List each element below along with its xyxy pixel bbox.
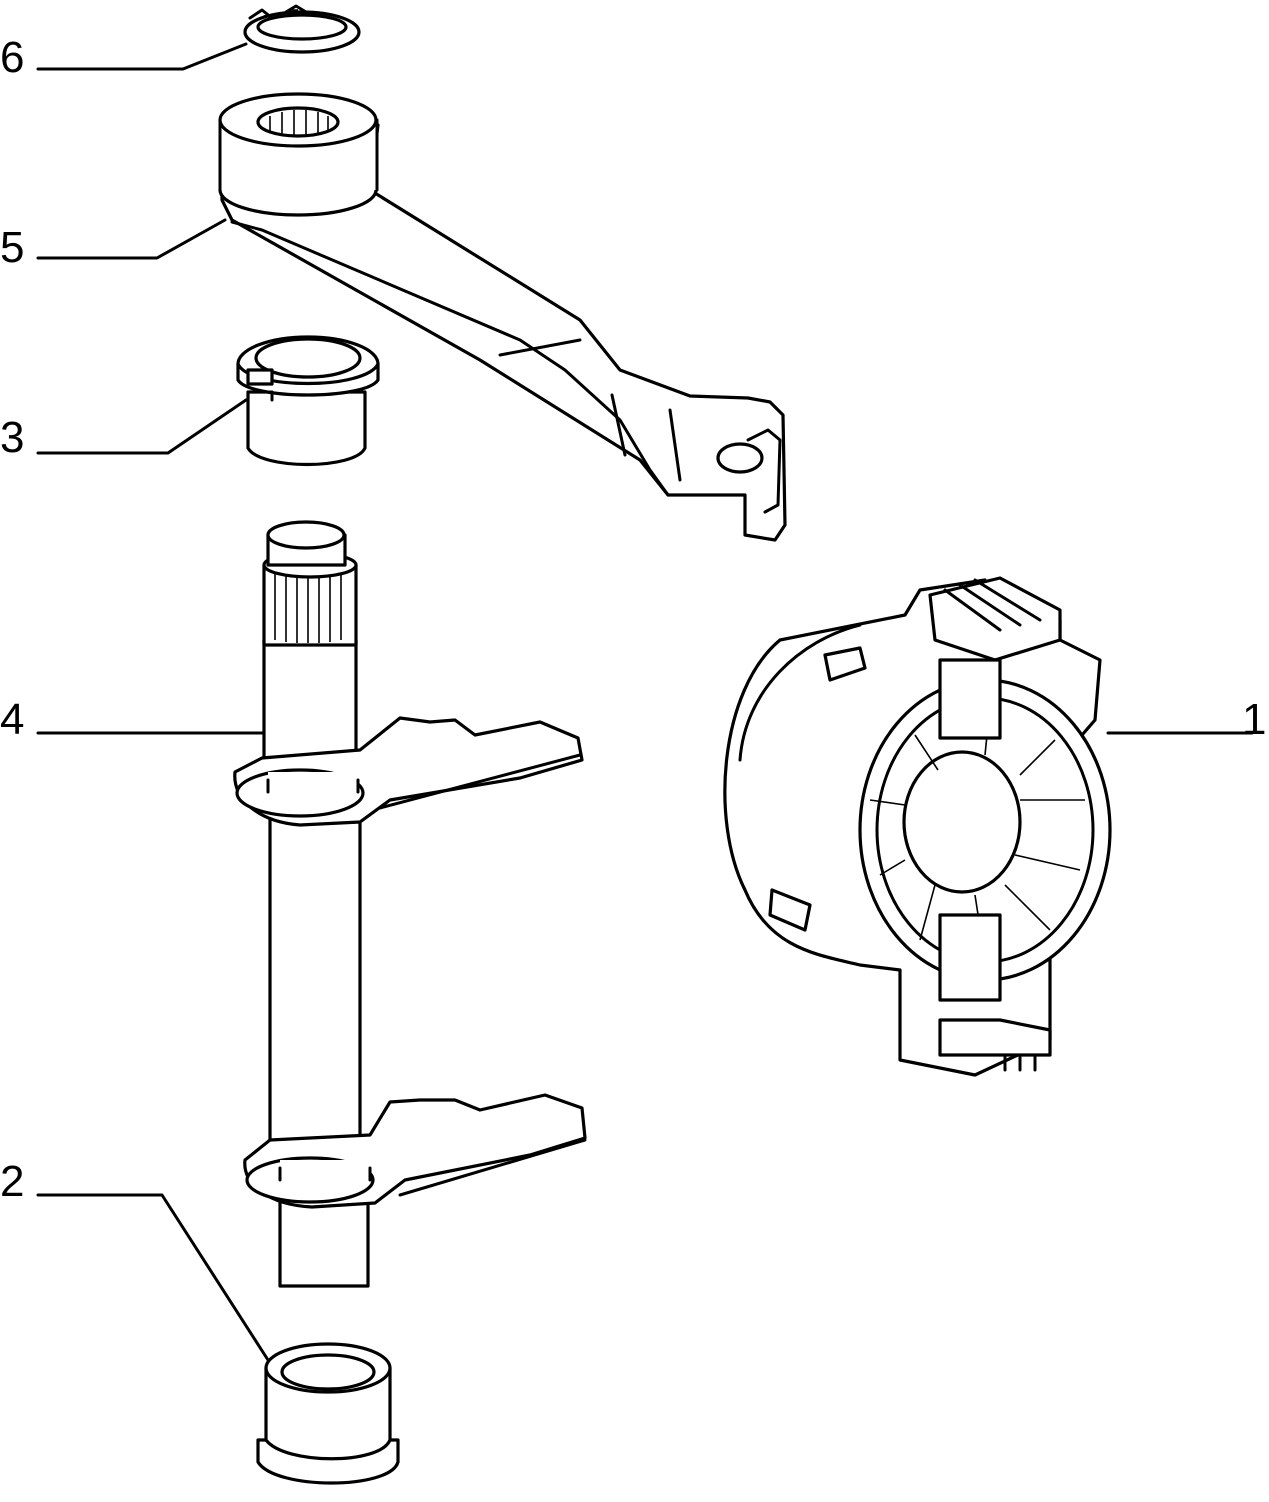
leader-line-3 xyxy=(36,398,248,455)
leader-line-5 xyxy=(36,218,227,260)
callout-2: 2 xyxy=(0,1157,25,1206)
part-4-shift-shaft xyxy=(233,520,587,1288)
callout-6: 6 xyxy=(0,33,25,82)
callout-1: 1 xyxy=(1242,695,1267,744)
part-6-snap-ring xyxy=(243,4,361,54)
callout-4: 4 xyxy=(0,695,25,744)
part-3-bushing xyxy=(236,335,380,467)
part-1-release-bearing xyxy=(723,576,1112,1077)
leader-line-6 xyxy=(36,42,248,71)
leader-line-2 xyxy=(36,1193,270,1362)
part-5-lever-arm xyxy=(218,92,787,542)
callout-5: 5 xyxy=(0,223,25,272)
part-2-lower-bushing xyxy=(256,1342,400,1485)
callout-3: 3 xyxy=(0,413,25,462)
